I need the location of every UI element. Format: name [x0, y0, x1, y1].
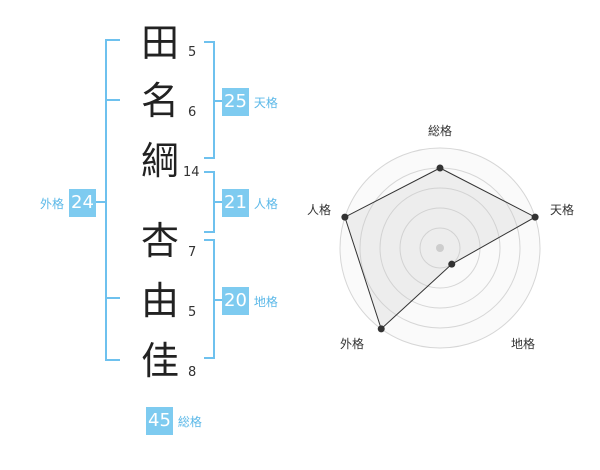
tenkaku-value: 25: [222, 88, 249, 116]
gaikaku-label: 外格: [40, 196, 65, 211]
name-char-4: 杏: [140, 219, 179, 263]
radar-point-4: [377, 325, 385, 333]
radar-area: [344, 167, 537, 330]
name-char-2: 名: [140, 79, 179, 123]
gaikaku-value: 24: [69, 189, 96, 217]
radar-axis-label-chikaku: 地格: [511, 337, 536, 351]
jinkaku-badge: 21 人格: [222, 189, 278, 217]
radar-point-5: [341, 213, 349, 221]
stroke-count-3: 14: [183, 165, 200, 180]
radar-axis-label-soukaku: 総格: [428, 124, 453, 138]
tenkaku-label: 天格: [253, 95, 278, 110]
chikaku-label: 地格: [253, 294, 278, 309]
chikaku-value: 20: [222, 287, 249, 315]
soukaku-badge: 45 総格: [146, 407, 202, 435]
radar-point-1: [436, 164, 444, 172]
stroke-count-4: 7: [188, 245, 197, 260]
name-char-1: 田: [140, 21, 179, 65]
radar-axis-label-gaikaku: 外格: [340, 337, 365, 351]
name-char-5: 由: [140, 279, 179, 323]
soukaku-label: 総格: [177, 414, 202, 429]
radar-axis-label-jinkaku: 人格: [307, 203, 332, 217]
jinkaku-value: 21: [222, 189, 249, 217]
name-char-6: 佳: [140, 339, 179, 383]
gaikaku-badge: 外格 24: [40, 189, 96, 217]
radar-axis-label-tenkaku: 天格: [550, 203, 575, 217]
chikaku-badge: 20 地格: [222, 287, 278, 315]
jinkaku-label: 人格: [253, 196, 278, 211]
stroke-count-1: 5: [188, 45, 197, 60]
radar-point-3: [448, 260, 456, 268]
radar-ring: [379, 187, 501, 309]
radar-center: [436, 244, 444, 252]
radar-point-2: [531, 213, 539, 221]
gaikaku-bracket: [105, 39, 120, 361]
radar-ring: [419, 227, 461, 269]
stroke-count-5: 5: [188, 305, 197, 320]
name-char-3: 綱: [140, 139, 179, 183]
soukaku-value: 45: [146, 407, 173, 435]
tenkaku-badge: 25 天格: [222, 88, 278, 116]
stroke-count-2: 6: [188, 105, 197, 120]
stroke-count-6: 8: [188, 365, 197, 380]
